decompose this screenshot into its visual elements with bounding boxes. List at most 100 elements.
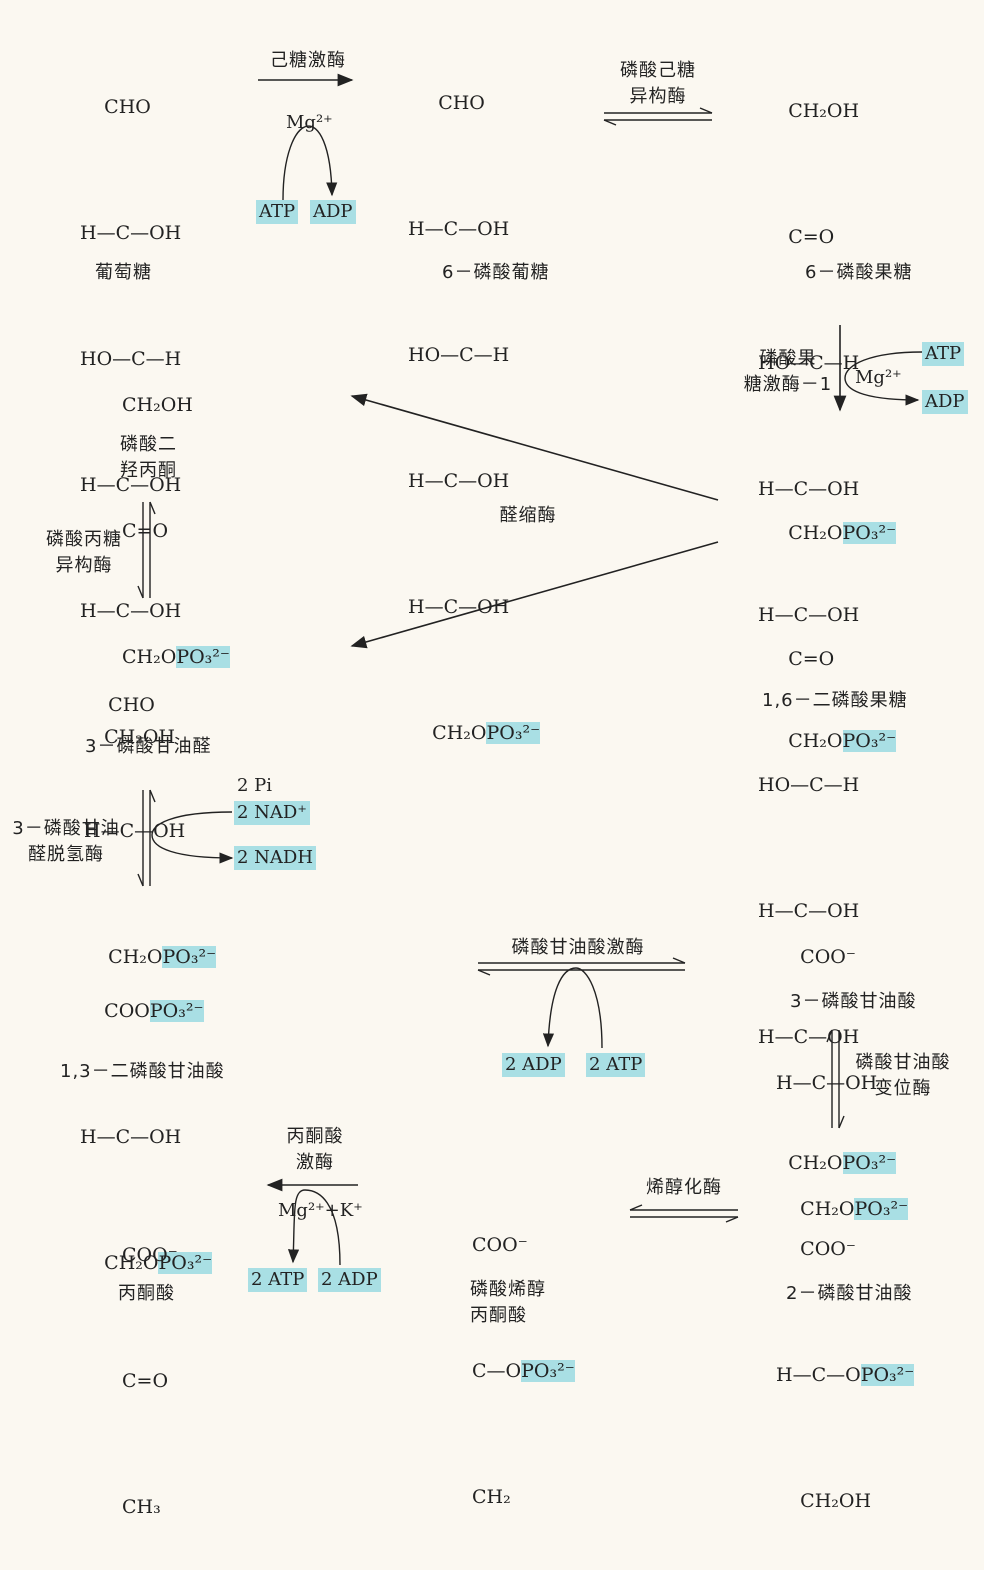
- dhap-name-line-2: 羟丙酮: [120, 460, 177, 481]
- pg2-phosphate: PO₃²⁻: [860, 1364, 915, 1386]
- hexokinase-cofactor-curve: [282, 125, 338, 201]
- dhap-name-line-1: 磷酸二: [120, 434, 177, 455]
- pyruvate-name: 丙酮酸: [118, 1283, 175, 1304]
- pk-adp: 2 ADP: [318, 1268, 381, 1292]
- pep-phosphate: PO₃²⁻: [521, 1360, 575, 1382]
- pg3-structure: COO⁻ H—C—OH CH₂OPO₃²⁻: [776, 852, 909, 1272]
- gapdh-label-line-2: 醛脱氢酶: [28, 844, 104, 865]
- fbp-tail: CH₂O: [788, 1152, 843, 1174]
- pgi-label-line-1: 磷酸己糖: [620, 60, 696, 81]
- pyruvate-line-1: COO⁻: [122, 1244, 178, 1266]
- hexokinase-mg: Mg²⁺: [286, 112, 333, 133]
- pgi-label-line-2: 异构酶: [629, 86, 687, 107]
- pfk-label: 磷酸果 糖激酶－1: [740, 346, 836, 398]
- pk-atp: 2 ATP: [248, 1268, 308, 1292]
- g6p-phosphate: PO₃²⁻: [486, 722, 541, 744]
- bpg-phosphate-1: PO₃²⁻: [149, 1000, 204, 1022]
- dhap-line-2: C=O: [122, 520, 169, 542]
- glucose-structure: CHO H—C—OH HO—C—H H—C—OH H—C—OH CH₂OH: [80, 2, 181, 800]
- g3p-cho: CHO: [108, 694, 155, 716]
- pgm-label-line-1: 磷酸甘油酸: [855, 1052, 951, 1073]
- bpg-phosphate-3: PO₃²⁻: [158, 1252, 213, 1274]
- hexokinase-adp: ADP: [310, 200, 356, 224]
- g6p-structure: CHO H—C—OH HO—C—H H—C—OH H—C—OH CH₂OPO₃²…: [408, 0, 541, 796]
- fbp-line-1: CH₂OPO₃²⁻: [758, 512, 897, 554]
- dhap-line-3: CH₂OPO₃²⁻: [122, 636, 230, 678]
- pgm-label-line-2: 变位酶: [874, 1078, 932, 1099]
- g6p-line-2: H—C—OH: [408, 218, 510, 240]
- bpg-name: 1,3－二磷酸甘油酸: [60, 1061, 225, 1082]
- dhap-name: 磷酸二 羟丙酮: [120, 432, 177, 484]
- glucose-line-3: HO—C—H: [80, 348, 182, 370]
- g6p-line-5: H—C—OH: [408, 596, 510, 618]
- pep-structure: COO⁻ C—OPO₃²⁻ CH₂: [472, 1140, 575, 1560]
- enolase-label: 烯醇化酶: [646, 1177, 722, 1198]
- pyruvate-structure: COO⁻ C=O CH₃: [122, 1150, 178, 1570]
- gapdh-label: 3－磷酸甘油 醛脱氢酶: [4, 816, 128, 868]
- g3p-phosphate: PO₃²⁻: [162, 946, 217, 968]
- pg3-line-3: CH₂OPO₃²⁻: [776, 1188, 909, 1230]
- bpg-line-1: COOPO₃²⁻: [80, 990, 212, 1032]
- pyruvate-line-3: CH₃: [122, 1496, 161, 1518]
- pg2-line-1: COO⁻: [776, 1228, 914, 1270]
- f6p-phosphate: PO₃²⁻: [842, 730, 897, 752]
- pg3-line-2: H—C—OH: [776, 1072, 878, 1094]
- pep-line-1: COO⁻: [472, 1234, 528, 1256]
- pyruvate-line-2: C=O: [122, 1370, 169, 1392]
- fbp-line-3: HO—C—H: [758, 774, 860, 796]
- pgk-cofactor-curve: [542, 967, 603, 1049]
- fbp-head: CH₂O: [788, 522, 843, 544]
- pg3-name: 3－磷酸甘油酸: [790, 991, 917, 1012]
- g3p-line-3: CH₂OPO₃²⁻: [84, 936, 217, 978]
- fbp-name: 1,6－二磷酸果糖: [762, 690, 908, 711]
- pg3-tail: CH₂O: [800, 1198, 855, 1220]
- gapdh-cofactor-curve: [151, 811, 234, 864]
- g6p-line-4: H—C—OH: [408, 470, 510, 492]
- g6p-name: 6－磷酸葡糖: [442, 262, 550, 283]
- pg2-line-2: H—C—OPO₃²⁻: [776, 1354, 915, 1396]
- f6p-line-6: CH₂OPO₃²⁻: [758, 720, 897, 762]
- f6p-structure: CH₂OH C=O HO—C—H H—C—OH H—C—OH CH₂OPO₃²⁻: [758, 6, 897, 804]
- pfk-label-line-1: 磷酸果: [759, 348, 817, 369]
- pfk-atp: ATP: [922, 342, 965, 366]
- glycolysis-diagram: CHO H—C—OH HO—C—H H—C—OH H—C—OH CH₂OH 葡萄…: [4, 0, 968, 1518]
- pfk-label-line-2: 糖激酶－1: [743, 374, 833, 395]
- pg2-name: 2－磷酸甘油酸: [786, 1283, 913, 1304]
- pfk-adp: ADP: [922, 390, 968, 414]
- pgk-atp: 2 ATP: [586, 1053, 646, 1077]
- pgi-label: 磷酸己糖 异构酶: [604, 58, 712, 110]
- bpg-structure: COOPO₃²⁻ H—C—OH CH₂OPO₃²⁻: [80, 906, 213, 1326]
- g3p-line-2: H—C—OH: [84, 820, 186, 842]
- fbp-line-2: C=O: [758, 648, 835, 670]
- pfk-mg: Mg²⁺: [855, 367, 902, 388]
- g3p-name: 3－磷酸甘油醛: [85, 736, 212, 757]
- pg2-mid: H—C—O: [776, 1364, 861, 1386]
- f6p-line-1: CH₂OH: [758, 100, 860, 122]
- gapdh-pi: 2 Pi: [237, 775, 273, 796]
- pfk-cofactor-curve: [844, 351, 923, 406]
- pep-name-line-1: 磷酸烯醇: [470, 1279, 546, 1300]
- pk-mgk: Mg²⁺+K⁺: [278, 1200, 363, 1221]
- aldolase-arrow-g3p: [350, 541, 719, 649]
- tpi-label-line-1: 磷酸丙糖: [46, 529, 122, 550]
- pk-label-line-1: 丙酮酸: [286, 1126, 344, 1147]
- g6p-line-1: CHO: [408, 92, 485, 114]
- pg2-coo: COO⁻: [800, 1238, 856, 1260]
- pg2-line-3: CH₂OH: [776, 1480, 914, 1522]
- g3p-tail: CH₂O: [108, 946, 163, 968]
- g6p-line-3: HO—C—H: [408, 344, 510, 366]
- bpg-head: COO: [104, 1000, 150, 1022]
- f6p-line-3: HO—C—H: [758, 352, 860, 374]
- bpg-line-2: H—C—OH: [80, 1126, 182, 1148]
- dhap-line-1: CH₂OH: [122, 394, 193, 416]
- fbp-line-4: H—C—OH: [758, 900, 860, 922]
- aldolase-arrow-dhap: [350, 393, 719, 501]
- pgm-label: 磷酸甘油酸 变位酶: [848, 1050, 958, 1102]
- gapdh-nadh: 2 NADH: [234, 846, 317, 870]
- g3p-structure: CHO H—C—OH CH₂OPO₃²⁻: [84, 600, 217, 1020]
- pg3-coo: COO⁻: [800, 946, 856, 968]
- dhap-structure: CH₂OH C=O CH₂OPO₃²⁻: [122, 300, 230, 720]
- gapdh-nad: 2 NAD⁺: [234, 801, 310, 825]
- dhap-phosphate: PO₃²⁻: [176, 646, 230, 668]
- hexokinase-atp: ATP: [256, 200, 299, 224]
